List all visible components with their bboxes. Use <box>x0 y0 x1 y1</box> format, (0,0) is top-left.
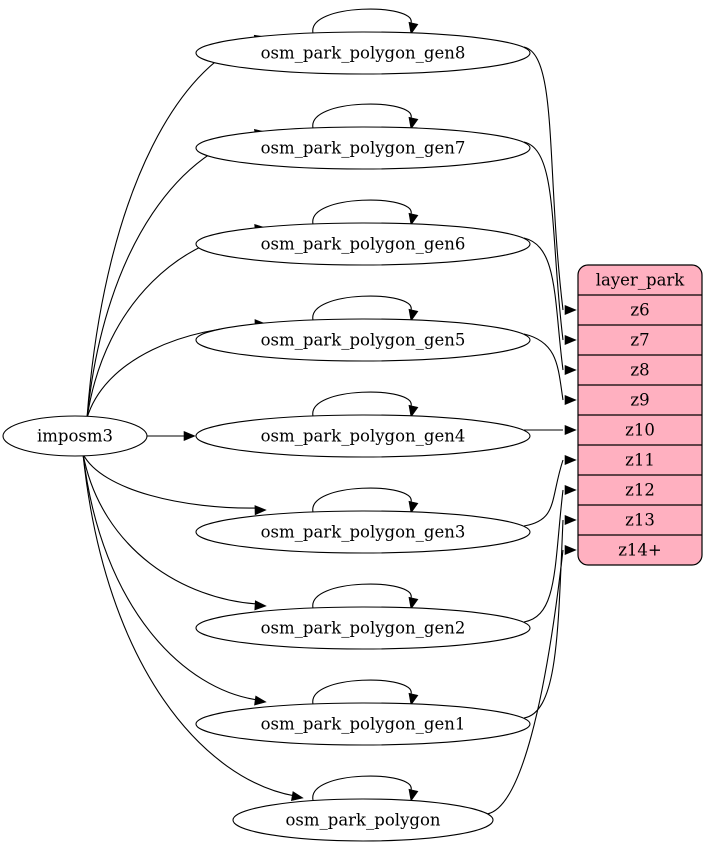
arrowhead-self-loop-base <box>408 788 419 802</box>
arrowhead-gen7-to-z7 <box>564 334 577 346</box>
gen1-label: osm_park_polygon_gen1 <box>261 715 466 734</box>
gen4-label: osm_park_polygon_gen4 <box>261 427 466 446</box>
gen7-ellipse[interactable] <box>195 126 531 170</box>
self-loop-gen1 <box>312 679 412 705</box>
arrowhead-gen8-to-z6 <box>564 304 577 316</box>
arrowhead-self-loop-gen7 <box>408 116 419 130</box>
gen5-label: osm_park_polygon_gen5 <box>261 331 466 350</box>
node-gen1[interactable]: osm_park_polygon_gen1 <box>195 679 531 746</box>
self-loop-base <box>312 775 412 801</box>
edge-imposm3-to-gen2 <box>82 453 259 605</box>
table-row-label-z14+: z14+ <box>618 541 662 560</box>
gen4-ellipse[interactable] <box>195 414 531 458</box>
imposm3-label: imposm3 <box>37 427 113 446</box>
edge-imposm3-to-gen1 <box>82 453 259 701</box>
table-row-label-z7: z7 <box>630 331 649 350</box>
edge-gen7-to-z7 <box>523 141 564 341</box>
arrowhead-gen1-to-z13 <box>564 514 577 526</box>
table-row-z11[interactable]: z11 <box>625 451 655 470</box>
base-ellipse[interactable] <box>232 798 494 842</box>
self-loop-gen7 <box>312 103 412 129</box>
edge-imposm3-to-gen6 <box>86 229 259 419</box>
table-row-z10[interactable]: z10 <box>625 421 655 440</box>
arrowhead-imposm3-to-gen3 <box>254 505 267 516</box>
edge-gen5-to-z9 <box>523 333 564 401</box>
arrowhead-self-loop-gen1 <box>408 692 419 706</box>
table-row-z8[interactable]: z8 <box>630 361 649 380</box>
table-row-z9[interactable]: z9 <box>630 391 649 410</box>
node-gen5[interactable]: osm_park_polygon_gen5 <box>195 295 531 362</box>
gen8-ellipse[interactable] <box>195 31 531 75</box>
arrowhead-gen3-to-z11 <box>564 454 577 466</box>
nodes-layer: imposm3 osm_park_polygon_gen8 osm_park_pol… <box>2 8 531 842</box>
gen5-ellipse[interactable] <box>195 318 531 362</box>
arrowhead-self-loop-gen3 <box>408 500 419 514</box>
gen3-label: osm_park_polygon_gen3 <box>261 523 466 542</box>
base-label: osm_park_polygon <box>285 811 440 830</box>
arrowhead-self-loop-gen6 <box>408 212 419 226</box>
gen6-label: osm_park_polygon_gen6 <box>261 235 466 254</box>
arrowhead-gen5-to-z9 <box>564 394 577 406</box>
self-loop-gen2 <box>312 583 412 609</box>
self-loop-gen5 <box>312 295 412 321</box>
node-gen3[interactable]: osm_park_polygon_gen3 <box>195 487 531 554</box>
node-gen4[interactable]: osm_park_polygon_gen4 <box>195 391 531 458</box>
edge-gen2-to-z12 <box>523 489 564 623</box>
node-gen6[interactable]: osm_park_polygon_gen6 <box>195 199 531 266</box>
gen8-label: osm_park_polygon_gen8 <box>261 44 466 63</box>
arrowhead-gen6-to-z8 <box>564 364 577 376</box>
arrowhead-self-loop-gen5 <box>408 308 419 322</box>
table-layer-park: layer_park z6 z7 z8 z9 z10 z11 z12 z13 z14+ <box>577 264 703 566</box>
edge-gen8-to-z6 <box>523 46 564 311</box>
table-header-label: layer_park <box>596 271 686 290</box>
edge-imposm3-to-gen3 <box>82 453 259 509</box>
node-gen2[interactable]: osm_park_polygon_gen2 <box>195 583 531 650</box>
node-gen8[interactable]: osm_park_polygon_gen8 <box>195 8 531 75</box>
self-loop-gen6 <box>312 199 412 225</box>
table-row-label-z11: z11 <box>625 451 655 470</box>
arrowhead-base-to-z14+ <box>564 544 577 556</box>
arrowhead-self-loop-gen8 <box>408 21 419 35</box>
edge-imposm3-to-gen7 <box>86 133 259 419</box>
arrowhead-imposm3-to-gen4 <box>183 430 196 442</box>
table-row-label-z6: z6 <box>630 301 649 320</box>
edge-imposm3-to-gen8 <box>86 38 259 419</box>
table-row-z12[interactable]: z12 <box>625 481 655 500</box>
gen1-ellipse[interactable] <box>195 702 531 746</box>
arrowhead-imposm3-to-gen1 <box>254 695 267 706</box>
self-loop-gen3 <box>312 487 412 513</box>
node-imposm3[interactable]: imposm3 <box>2 415 148 457</box>
table-row-label-z8: z8 <box>630 361 649 380</box>
gen3-ellipse[interactable] <box>195 510 531 554</box>
table-row-z7[interactable]: z7 <box>630 331 649 350</box>
table-row-z13[interactable]: z13 <box>625 511 655 530</box>
arrowhead-imposm3-to-base <box>290 791 304 802</box>
arrowhead-gen2-to-z12 <box>564 484 577 496</box>
self-loop-gen4 <box>312 391 412 417</box>
edge-base-to-z14+ <box>486 549 564 815</box>
arrowhead-self-loop-gen4 <box>408 404 419 418</box>
arrowhead-gen4-to-z10 <box>564 424 577 436</box>
table-row-label-z13: z13 <box>625 511 655 530</box>
edge-imposm3-to-base <box>82 453 296 797</box>
gen2-label: osm_park_polygon_gen2 <box>261 619 466 638</box>
gen2-ellipse[interactable] <box>195 606 531 650</box>
table-row-z6[interactable]: z6 <box>630 301 649 320</box>
table-row-z14+[interactable]: z14+ <box>618 541 662 560</box>
node-gen7[interactable]: osm_park_polygon_gen7 <box>195 103 531 170</box>
table-row-label-z10: z10 <box>625 421 655 440</box>
table-layer_park[interactable]: layer_park z6 z7 z8 z9 z10 z11 z12 z13 z14+ <box>577 264 703 566</box>
self-loop-gen8 <box>312 8 412 34</box>
gen7-label: osm_park_polygon_gen7 <box>261 139 466 158</box>
node-base[interactable]: osm_park_polygon <box>232 775 494 842</box>
imposm3-ellipse[interactable] <box>2 415 148 457</box>
gen6-ellipse[interactable] <box>195 222 531 266</box>
table-row-label-z9: z9 <box>630 391 649 410</box>
arrowhead-self-loop-gen2 <box>408 596 419 610</box>
arrowhead-imposm3-to-gen2 <box>254 600 267 611</box>
edge-gen6-to-z8 <box>523 237 564 371</box>
edge-gen3-to-z11 <box>523 459 564 527</box>
table-row-label-z12: z12 <box>625 481 655 500</box>
